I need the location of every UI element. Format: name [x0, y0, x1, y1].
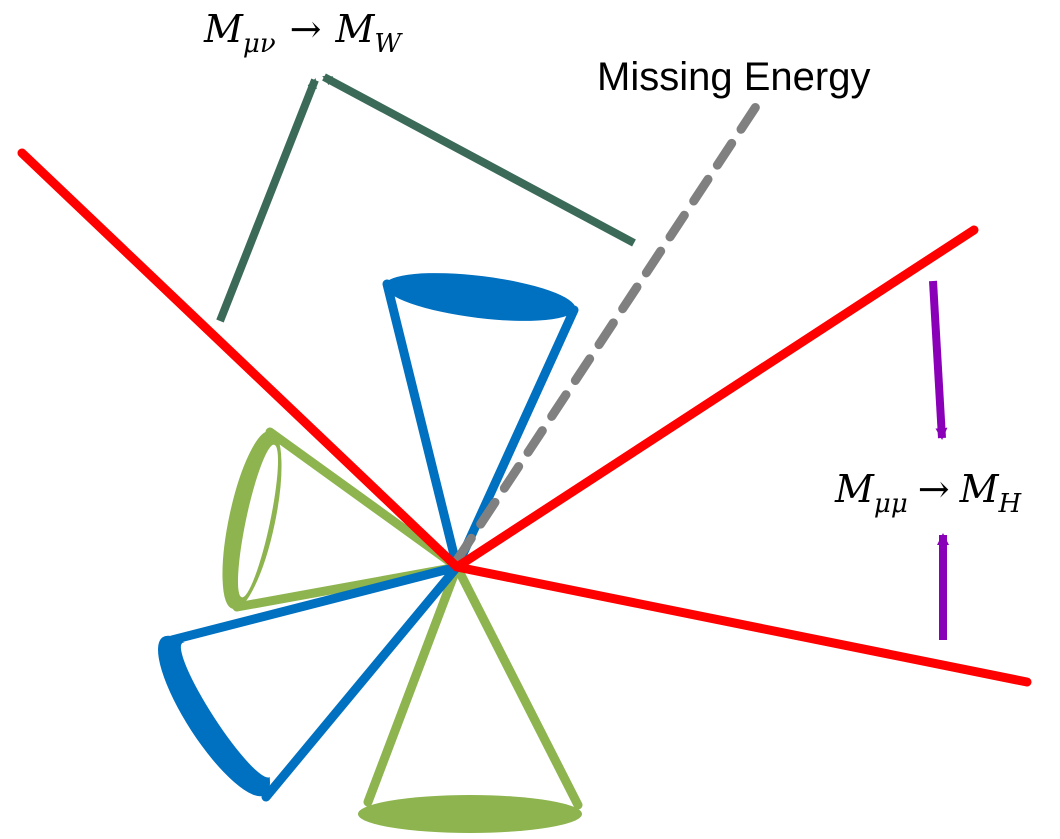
w-arrow-from-missing-energy: [324, 77, 634, 243]
higgs-mass-label: Mμμ→MH: [834, 467, 1022, 519]
w-mass-label: Mμν→MW: [203, 7, 403, 59]
jet-green-bottom: [358, 567, 582, 833]
w-arrow-from-muon: [220, 80, 315, 321]
higgs-arrow-down: [933, 281, 942, 438]
higgs-reconstruction-arrows: [933, 281, 943, 640]
missing-energy-label: Missing Energy: [597, 55, 870, 99]
